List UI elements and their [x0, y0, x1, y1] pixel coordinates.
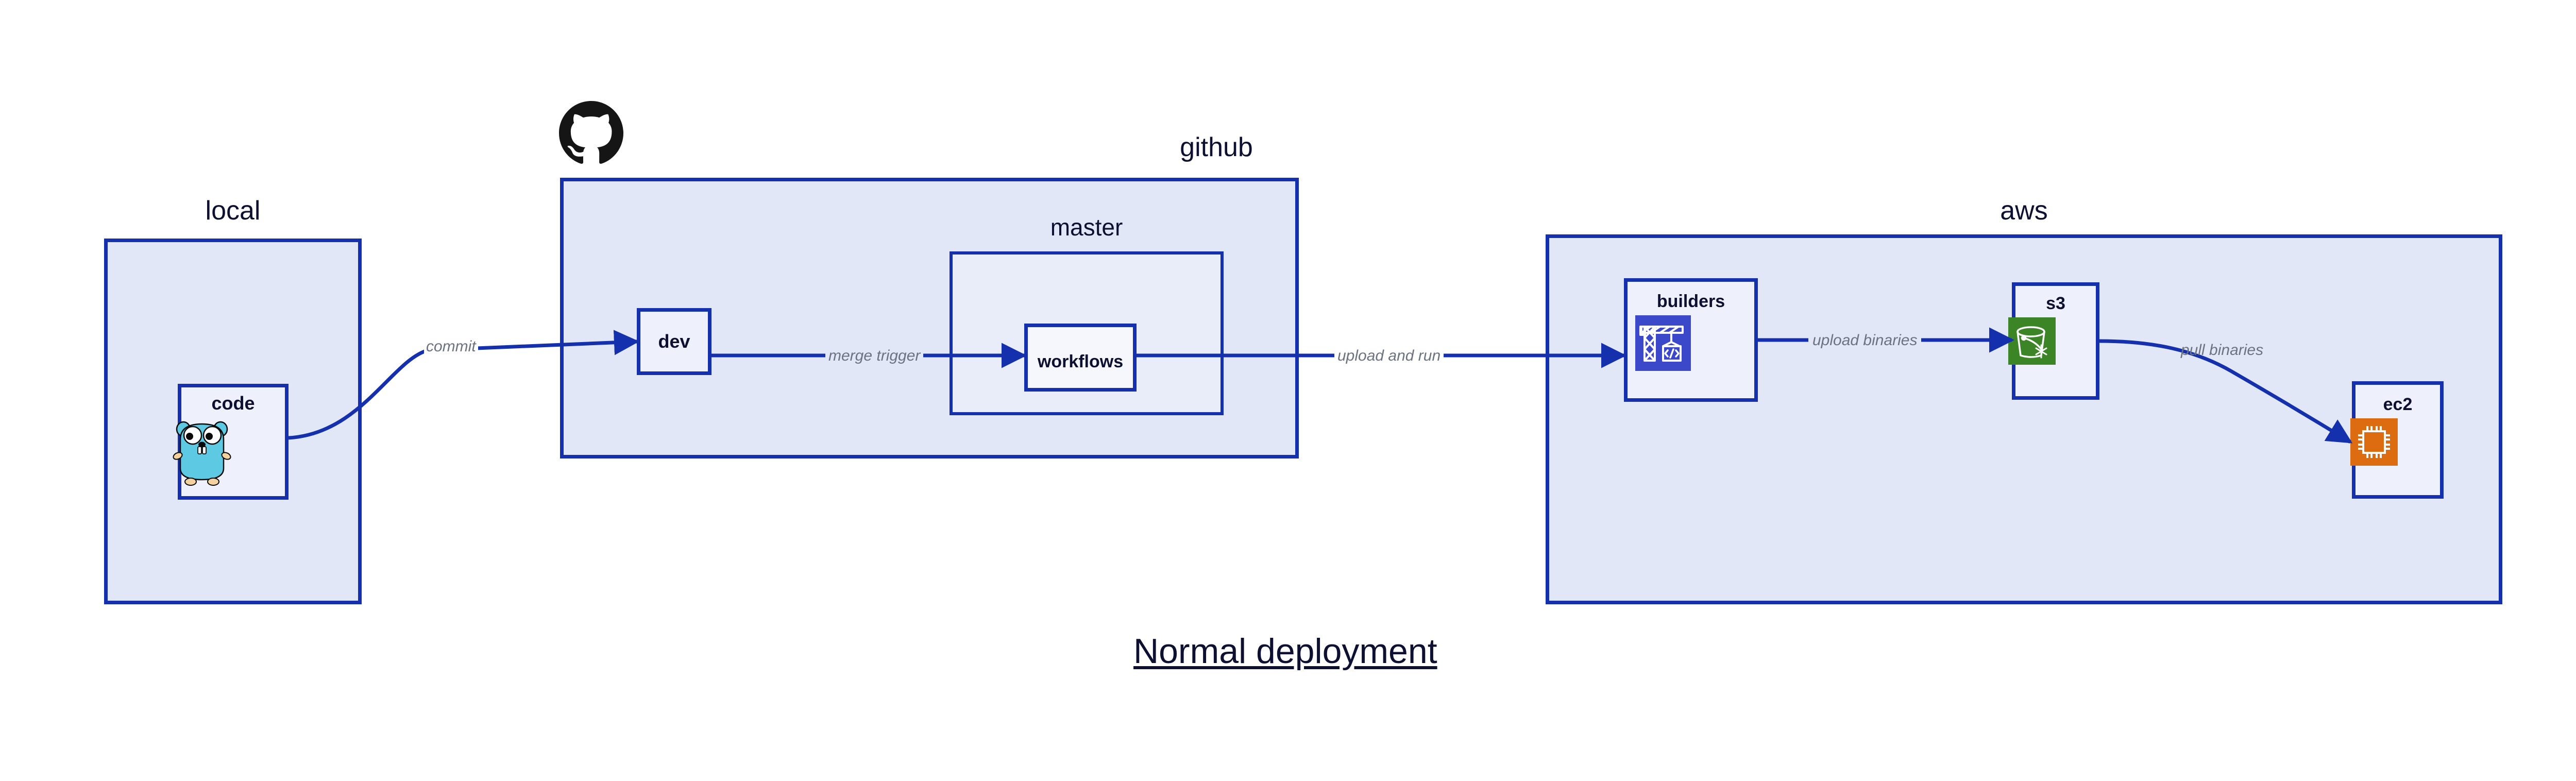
- group-label-master: master: [1050, 214, 1123, 241]
- group-label-local: local: [205, 196, 261, 226]
- node-label-ec2: ec2: [2383, 395, 2413, 414]
- group-label-aws: aws: [2000, 196, 2048, 226]
- edge-label-upload-binaries: upload binaries: [1808, 333, 1922, 348]
- s3-bucket-icon: [2008, 317, 2056, 365]
- group-label-github: github: [1180, 132, 1253, 162]
- node-workflows[interactable]: [1024, 324, 1137, 392]
- edge-label-merge-trigger: merge trigger: [825, 348, 924, 364]
- node-dev[interactable]: [637, 308, 711, 375]
- cpu-chip-icon: [2350, 418, 2398, 466]
- edge-label-pull-binaries: pull binaries: [2181, 342, 2264, 359]
- node-label-dev: dev: [658, 331, 690, 352]
- edge-label-commit: commit: [424, 339, 478, 354]
- node-s3[interactable]: [2012, 282, 2099, 400]
- node-label-workflows: workflows: [1037, 352, 1124, 371]
- node-label-builders: builders: [1656, 292, 1725, 311]
- page-title: Normal deployment: [1133, 632, 1437, 671]
- node-label-s3: s3: [2046, 294, 2065, 313]
- edge-label-upload-and-run: upload and run: [1334, 348, 1444, 364]
- go-gopher-icon: [171, 415, 233, 487]
- node-label-code: code: [211, 393, 255, 414]
- github-octocat-logo: [559, 101, 623, 165]
- crane-code-icon: [1635, 315, 1691, 371]
